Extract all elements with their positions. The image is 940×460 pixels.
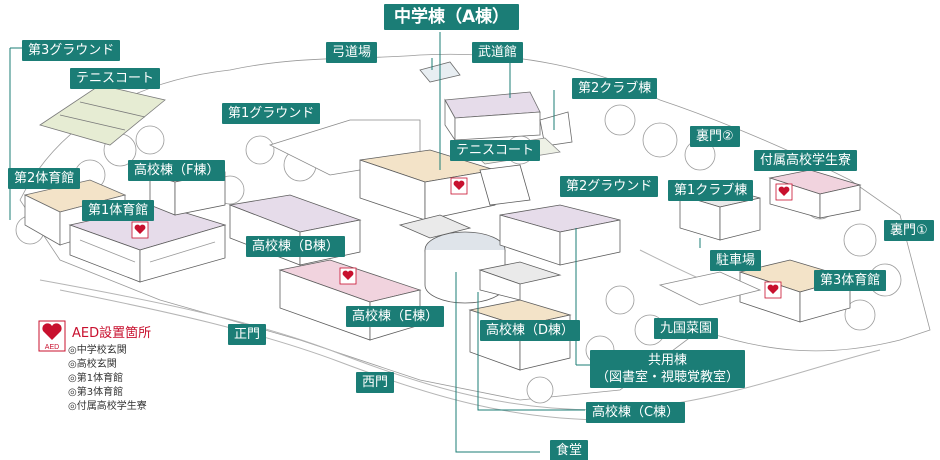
label-gym-3: 第3体育館: [814, 270, 887, 291]
aed-marker-high-school: [339, 267, 357, 285]
aed-marker-junior-high: [450, 177, 468, 195]
aed-marker-gym-3: [764, 281, 782, 299]
label-hs-f: 高校棟（F棟）: [128, 160, 226, 181]
label-hs-e: 高校棟（E棟）: [346, 306, 445, 327]
label-common-building: 共用棟 （図書室・視聴覚教室）: [590, 350, 746, 388]
aed-legend-item: ◎付属高校学生寮: [68, 401, 147, 412]
aed-legend-icon-text: AED: [45, 344, 59, 351]
tennis-court-top-left: [39, 84, 166, 146]
aed-legend-item: ◎高校玄関: [68, 359, 117, 370]
label-budokan: 武道館: [472, 42, 524, 63]
label-ground-1: 第1グラウンド: [222, 103, 321, 124]
parking-lot: [658, 271, 762, 306]
label-uramon-2: 裏門②: [690, 126, 740, 147]
cafeteria-building: [398, 214, 506, 304]
label-hs-c: 高校棟（C棟）: [586, 402, 686, 423]
label-club-1: 第1クラブ棟: [668, 180, 754, 201]
label-common-building-line2: （図書室・視聴覚教室）: [596, 370, 740, 385]
aed-legend-title: AED設置箇所: [72, 326, 152, 341]
aed-marker-dorm: [775, 183, 793, 201]
aed-legend-item: ◎第1体育館: [68, 373, 124, 384]
label-gym-1: 第1体育館: [82, 200, 155, 221]
hs-c-building: [478, 261, 562, 301]
label-hs-b: 高校棟（B棟）: [246, 236, 345, 257]
label-hs-d: 高校棟（D棟）: [480, 320, 581, 341]
aed-legend-icon: AED: [38, 320, 66, 352]
label-club-2: 第2クラブ棟: [572, 78, 658, 99]
label-seimon: 正門: [228, 324, 267, 345]
label-tennis-court-1: テニスコート: [70, 68, 161, 89]
label-uramon-1: 裏門①: [884, 220, 934, 241]
label-kyudojo: 弓道場: [326, 42, 378, 63]
label-ground-2: 第2グラウンド: [560, 176, 659, 197]
label-gym-2: 第2体育館: [8, 168, 81, 189]
label-saimon: 西門: [356, 372, 395, 393]
aed-legend-list: ◎中学校玄関 ◎高校玄関 ◎第1体育館 ◎第3体育館 ◎付属高校学生寮: [68, 344, 147, 414]
aed-legend-item: ◎中学校玄関: [68, 345, 127, 356]
label-cafeteria: 食堂: [550, 440, 589, 460]
label-parking: 駐車場: [710, 250, 762, 271]
label-common-building-line1: 共用棟: [648, 353, 688, 368]
label-ground-3: 第3グラウンド: [22, 40, 121, 61]
label-dorm: 付属高校学生寮: [754, 150, 858, 171]
label-junior-high-a: 中学棟（A棟）: [384, 4, 520, 30]
budokan-area: [419, 61, 573, 147]
label-tennis-court-2: テニスコート: [450, 140, 541, 161]
junior-high-a-building: [359, 149, 531, 221]
common-building: [499, 204, 621, 266]
aed-marker-gym-1: [131, 221, 149, 239]
label-kyugoku-garden: 九国菜園: [654, 318, 719, 339]
aed-legend-item: ◎第3体育館: [68, 387, 124, 398]
leader-lines: [9, 32, 701, 453]
